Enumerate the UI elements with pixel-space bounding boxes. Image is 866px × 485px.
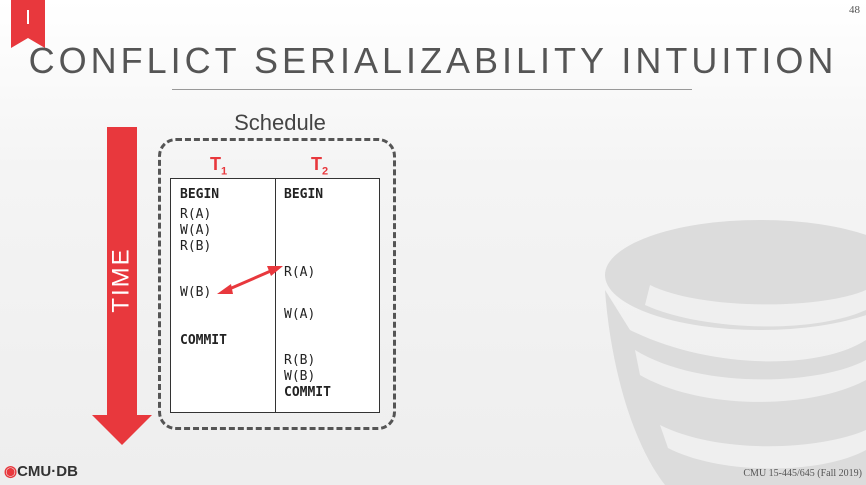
footer-course: CMU 15-445/645 (Fall 2019) — [743, 468, 862, 479]
t1-op: R(B) — [180, 239, 212, 254]
cmu-db-logo-text: CMU·DB — [17, 463, 78, 480]
t1-header-label: T — [210, 154, 221, 174]
time-label: TIME — [107, 247, 134, 312]
page-number: 48 — [849, 4, 860, 16]
t2-op: W(A) — [284, 307, 316, 322]
bookmark-icon — [11, 0, 45, 48]
database-logo-icon — [605, 220, 866, 485]
t2-op: COMMIT — [284, 385, 331, 400]
t2-header-label: T — [311, 154, 322, 174]
t2-header: T2 — [311, 154, 328, 178]
schedule-label: Schedule — [234, 110, 326, 135]
t1-op: R(A) — [180, 207, 212, 222]
t1-header-sub: 1 — [221, 165, 228, 178]
schedule-dashed-box — [158, 138, 396, 430]
t2-op: W(B) — [284, 369, 316, 384]
t1-op: W(B) — [180, 285, 212, 300]
t2-header-sub: 2 — [322, 165, 329, 178]
t2-op: R(A) — [284, 265, 316, 280]
t2-op: R(B) — [284, 353, 316, 368]
slide-title: CONFLICT SERIALIZABILITY INTUITION — [28, 40, 838, 81]
schedule-table: BEGIN R(A) W(A) R(B) W(B) COMMIT BEGIN R… — [170, 178, 380, 413]
t1-header: T1 — [210, 154, 227, 178]
t1-op: COMMIT — [180, 333, 227, 348]
time-label-text: TIME — [107, 247, 134, 312]
cmu-db-logo-icon: ◉ — [4, 463, 18, 480]
t1-op: W(A) — [180, 223, 212, 238]
conflict-arrow-icon — [217, 266, 283, 294]
title-underline — [172, 89, 692, 90]
t2-op: BEGIN — [284, 187, 324, 202]
cmu-db-logo: ◉CMU·DB — [4, 462, 78, 480]
column-divider — [275, 179, 276, 412]
t1-op: BEGIN — [180, 187, 220, 202]
time-arrow-icon — [92, 127, 152, 445]
